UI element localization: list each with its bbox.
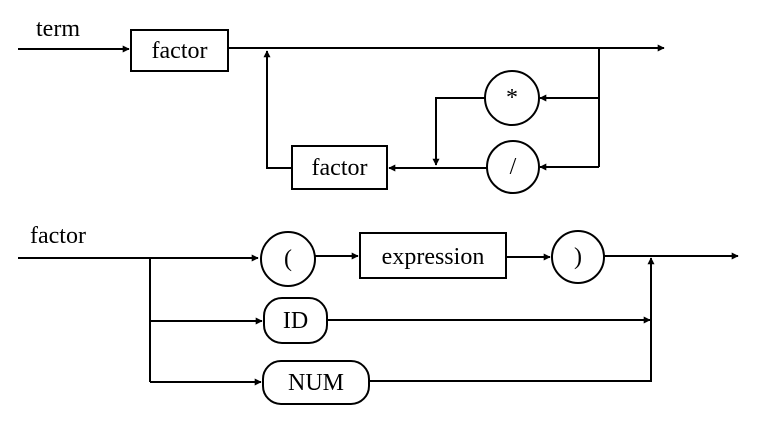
factor-lparen-node: (: [260, 231, 316, 287]
factor-rparen-label: ): [574, 244, 582, 270]
term-rule-name: term: [36, 16, 80, 42]
term-multiply-label: *: [506, 85, 518, 111]
term-factor-loop-box: factor: [291, 145, 388, 190]
term-rule: term factor * /: [18, 16, 665, 194]
factor-expression-label: expression: [382, 244, 485, 270]
factor-lparen-label: (: [284, 246, 292, 272]
factor-rule: factor ( expression ): [18, 223, 739, 405]
term-factor-label: factor: [152, 38, 208, 64]
term-multiply-node: *: [484, 70, 540, 126]
term-loop-back: [263, 50, 292, 169]
term-factor-loop-label: factor: [312, 155, 368, 181]
factor-rparen-node: ): [551, 230, 605, 284]
factor-num-node: NUM: [262, 360, 370, 405]
factor-expression-box: expression: [359, 232, 507, 279]
factor-num-label: NUM: [288, 370, 344, 396]
factor-rule-name: factor: [30, 223, 86, 249]
factor-num-exit: [369, 257, 655, 382]
factor-id-label: ID: [283, 308, 308, 334]
term-factor-box: factor: [130, 29, 229, 72]
term-divide-node: /: [486, 140, 540, 194]
term-divide-label: /: [510, 154, 517, 180]
term-multiply-return: [432, 97, 485, 166]
factor-id-node: ID: [263, 297, 328, 344]
